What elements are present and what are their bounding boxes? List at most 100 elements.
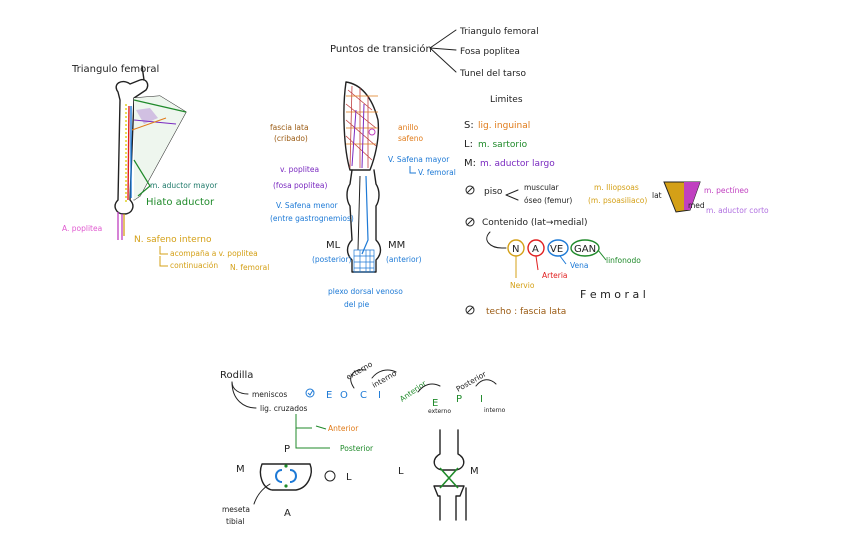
plateau-l: L <box>346 472 352 483</box>
limite-l-key: L: <box>464 139 473 150</box>
ml-label: ML <box>326 240 341 251</box>
meniscos-check-circle <box>305 388 315 398</box>
aductor-corto-label: m. aductor corto <box>706 206 769 215</box>
nave-a: A <box>532 244 539 255</box>
posterior-heading-arrow <box>475 379 497 387</box>
limite-m-key: M: <box>464 158 476 169</box>
entre-gastro-label: (entre gastrognemios) <box>270 214 354 223</box>
linfonodo-line <box>597 249 607 261</box>
v-femoral-label: V. femoral <box>418 168 456 177</box>
lateral-meniscus <box>289 469 297 483</box>
leg-diagram: fascia lata (cribado) anillo safeno v. p… <box>270 81 456 309</box>
fibula-head <box>324 470 336 482</box>
posterior-heading: Posterior <box>455 369 489 394</box>
piso-bullet <box>465 185 475 195</box>
epi-e: E <box>432 398 438 409</box>
posterior-bracket <box>295 428 330 449</box>
plateau-a: A <box>284 508 291 519</box>
muscle-line-3 <box>131 117 167 131</box>
transicion-item-2: Fosa poplitea <box>460 47 520 57</box>
rodilla-arrow-2 <box>231 381 257 409</box>
saphenous-vein <box>361 175 369 255</box>
fosa-label: (fosa poplitea) <box>273 181 327 190</box>
muscular-label: muscular <box>524 183 560 192</box>
femur-bone <box>114 78 149 215</box>
n-femoral-label: N. femoral <box>230 263 269 272</box>
med-label: med <box>688 201 705 210</box>
thigh-outline <box>343 81 380 171</box>
transicion-item-1: Triangulo femoral <box>459 27 539 37</box>
limites-title: Limites <box>490 95 523 105</box>
eoci-o: O <box>340 390 348 401</box>
anterior-heading-arrow <box>417 383 441 393</box>
epi-p: P <box>456 394 462 405</box>
mm-label: MM <box>388 240 405 251</box>
nave-ve: VE <box>550 244 563 255</box>
v-safena-mayor-label: V. Safena mayor <box>388 155 450 164</box>
thigh-mesh-red <box>345 85 377 169</box>
medial-meniscus <box>275 469 283 483</box>
arteria-label: Arteria <box>542 271 568 280</box>
pectineo-label: m. pectíneo <box>704 186 749 195</box>
muscle-line-1 <box>133 99 187 113</box>
interno2-label: interno <box>484 407 506 414</box>
meseta-arrow <box>253 483 271 505</box>
limite-m-value: m. aductor largo <box>480 159 555 169</box>
posterior-label: (posterior) <box>312 255 352 264</box>
externo2-label: externo <box>428 408 451 415</box>
nave-n: N <box>512 244 519 255</box>
meseta-label-2: tibial <box>226 517 245 526</box>
femoral-word: F e m o r a l <box>580 288 646 301</box>
iliopsoas-label: m. Iliopsoas <box>594 183 639 192</box>
contenido-arrow <box>486 231 507 249</box>
acl-dot <box>284 464 288 468</box>
oseo-label: óseo (femur) <box>524 196 572 205</box>
artery-line <box>127 105 130 201</box>
contenido-label: Contenido (lat→medial) <box>482 218 588 228</box>
contenido-bullet-slash <box>466 218 474 226</box>
nave-gan: GAN <box>574 244 596 255</box>
anterior-bracket <box>295 414 312 429</box>
thigh-purple-lines <box>351 103 365 169</box>
posterior-lig-label: Posterior <box>340 444 374 453</box>
nervio-label: Nervio <box>510 281 535 290</box>
limite-s-value: lig. inguinal <box>478 121 530 131</box>
limite-s-key: S: <box>464 120 474 131</box>
meseta-label-1: meseta <box>222 505 250 514</box>
v-femoral-bracket <box>409 166 416 174</box>
floor-shape-medial <box>684 182 700 210</box>
cribado-label: (cribado) <box>274 134 308 143</box>
plateau-m: M <box>236 464 245 475</box>
thigh-mesh-orange <box>346 95 378 145</box>
limites-section: Limites S: lig. inguinal L: m. sartorio … <box>464 95 769 317</box>
eoci-c: C <box>360 390 367 401</box>
techo-bullet <box>465 305 475 315</box>
eoci-e: E <box>326 390 332 401</box>
safeno-bracket-2 <box>159 256 168 267</box>
nave-ve-circle <box>547 239 569 257</box>
femur-diagram: Triangulo femoral m. aductor mayor Hiato… <box>62 64 269 272</box>
vena-line <box>559 255 567 265</box>
v-poplitea-label: v. poplitea <box>280 165 319 174</box>
anterior-lig-arrow <box>315 425 327 430</box>
eoci-i: I <box>378 390 381 401</box>
femoral-triangle-title: Triangulo femoral <box>71 64 159 75</box>
meniscos-label: meniscos <box>252 390 287 399</box>
anillo-label: anillo <box>398 123 419 132</box>
plexo-label-2: del pie <box>344 300 370 309</box>
purple-patch <box>136 108 158 124</box>
anterior-lig-label: Anterior <box>328 424 359 433</box>
dorsal-plexus-mesh <box>353 249 375 273</box>
transition-points: Puntos de transición Triangulo femoral F… <box>330 27 539 79</box>
externo-label: externo <box>345 359 375 381</box>
epi-i: I <box>480 394 483 405</box>
linfonodo-label: linfonodo <box>606 256 641 265</box>
techo-label: techo : fascia lata <box>486 307 566 317</box>
safeno-label: safeno <box>398 134 424 143</box>
cruciate-cross <box>439 467 459 489</box>
transicion-item-3: Tunel del tarso <box>459 69 526 79</box>
tibia-shaft <box>433 485 465 521</box>
externo-arrow <box>350 369 367 389</box>
